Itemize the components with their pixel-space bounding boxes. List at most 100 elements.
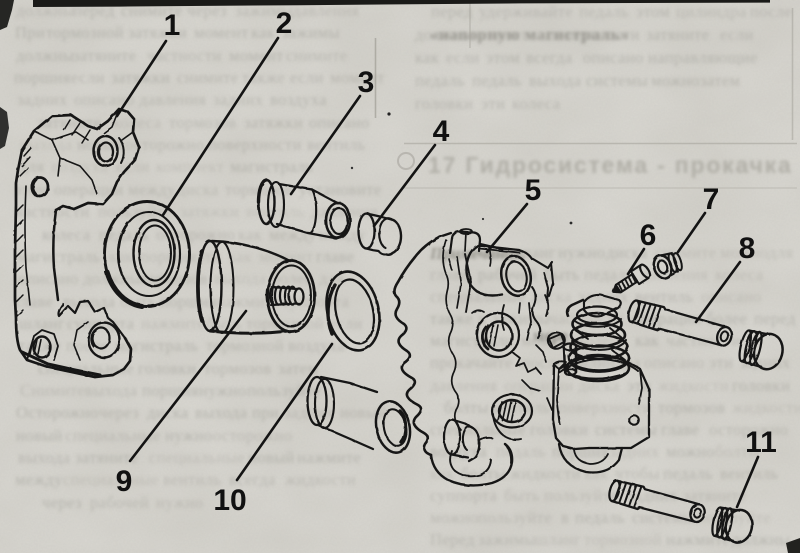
svg-text:Перед: Перед xyxy=(430,530,475,549)
svg-text:суппорта: суппорта xyxy=(430,486,498,505)
svg-text:описано: описано xyxy=(309,113,370,132)
svg-text:затяните: затяните xyxy=(73,46,136,65)
svg-text:системы: системы xyxy=(586,71,648,90)
svg-text:вентиль: вентиль xyxy=(307,135,366,154)
svg-text:если: если xyxy=(71,68,105,87)
svg-text:При: При xyxy=(15,23,45,42)
svg-text:системы: системы xyxy=(632,508,694,527)
svg-text:жидкости: жидкости xyxy=(657,376,729,395)
svg-text:затяните: затяните xyxy=(683,486,746,505)
svg-text:специальные: специальные xyxy=(430,287,526,306)
svg-text:колеса: колеса xyxy=(42,225,91,244)
svg-text:после: после xyxy=(521,353,563,372)
svg-text:как: как xyxy=(415,48,440,67)
svg-text:нужно: нужно xyxy=(156,493,203,512)
svg-text:затяните: затяните xyxy=(38,113,101,132)
svg-text:вентиль: вентиль xyxy=(635,287,694,306)
svg-text:задних: задних xyxy=(17,90,68,109)
svg-text:должны: должны xyxy=(415,25,473,44)
svg-text:после: после xyxy=(750,2,792,21)
svg-text:7: 7 xyxy=(703,183,720,216)
svg-text:через: через xyxy=(99,403,139,422)
svg-text:магистраль: магистраль xyxy=(430,331,514,350)
svg-text:затяжки: затяжки xyxy=(111,68,170,87)
svg-text:всегда: всегда xyxy=(526,48,573,67)
svg-text:описано: описано xyxy=(74,90,135,109)
svg-text:«напорную магистраль»: «напорную магистраль» xyxy=(430,25,629,44)
svg-text:затяжки: затяжки xyxy=(180,202,239,221)
svg-text:11: 11 xyxy=(745,426,777,459)
svg-text:зажимы: зажимы xyxy=(235,1,293,20)
svg-text:цилиндра: цилиндра xyxy=(676,2,747,21)
svg-text:системы: системы xyxy=(595,420,657,439)
svg-text:более: более xyxy=(706,309,747,328)
svg-text:зажимы: зажимы xyxy=(478,530,536,549)
svg-text:давления: давления xyxy=(430,376,497,395)
svg-text:зажимы: зажимы xyxy=(282,23,340,42)
svg-text:эти: эти xyxy=(709,353,733,372)
svg-text:как: как xyxy=(251,23,276,42)
svg-text:перед: перед xyxy=(431,2,473,21)
svg-text:осторожно: осторожно xyxy=(213,426,292,445)
svg-text:затяните: затяните xyxy=(472,25,535,44)
svg-text:быть: быть xyxy=(504,486,540,505)
svg-text:головки: головки xyxy=(732,376,790,395)
svg-text:главе: главе xyxy=(15,292,54,311)
svg-text:рабочей: рабочей xyxy=(478,265,537,284)
svg-text:поверхности: поверхности xyxy=(208,135,302,154)
svg-text:специальные: специальные xyxy=(38,359,134,378)
svg-text:затяжки: затяжки xyxy=(244,113,303,132)
svg-text:магистраль: магистраль xyxy=(230,157,314,176)
svg-text:нажмите: нажмите xyxy=(297,448,361,467)
svg-text:между: между xyxy=(15,470,63,489)
svg-text:выхода: выхода xyxy=(529,71,582,90)
svg-text:новый: новый xyxy=(340,403,387,422)
svg-text:поршня: поршня xyxy=(140,247,197,266)
svg-text:рабочей: рабочей xyxy=(90,493,149,512)
svg-text:колеса: колеса xyxy=(113,113,162,132)
svg-text:воздуха: воздуха xyxy=(288,336,345,355)
svg-text:нажмите: нажмите xyxy=(141,314,205,333)
svg-text:17 Гидросистема - прокачка: 17 Гидросистема - прокачка xyxy=(428,152,793,178)
svg-text:осторожно: осторожно xyxy=(709,420,788,439)
svg-text:тормозной: тормозной xyxy=(584,530,662,549)
svg-text:если: если xyxy=(116,157,150,176)
svg-text:можно: можно xyxy=(651,71,700,90)
svg-text:педаль: педаль xyxy=(584,265,634,284)
svg-text:выхода: выхода xyxy=(214,269,267,288)
svg-text:тормозной: тормозной xyxy=(206,336,284,355)
svg-text:поверхности: поверхности xyxy=(558,398,652,417)
svg-text:жидкости: жидкости xyxy=(731,398,800,417)
svg-text:6: 6 xyxy=(640,219,657,252)
svg-text:быть: быть xyxy=(544,265,580,284)
svg-text:шланг: шланг xyxy=(19,314,65,333)
svg-text:жидкости: жидкости xyxy=(509,464,581,483)
svg-text:как: как xyxy=(635,331,660,350)
svg-text:этом: этом xyxy=(636,2,670,21)
svg-text:затем: затем xyxy=(278,359,319,378)
svg-text:осторожно: осторожно xyxy=(156,225,235,244)
svg-text:4: 4 xyxy=(433,115,450,148)
svg-text:новый: новый xyxy=(16,426,63,445)
svg-text:тормозной: тормозной xyxy=(46,23,124,42)
svg-text:новый: новый xyxy=(248,448,295,467)
svg-text:затяните: затяните xyxy=(646,25,709,44)
svg-text:пользуйте: пользуйте xyxy=(544,486,618,505)
svg-text:как: как xyxy=(238,225,263,244)
svg-text:более: более xyxy=(271,269,312,288)
svg-text:для: для xyxy=(768,243,793,262)
svg-text:момент: момент xyxy=(330,68,385,87)
svg-text:болты: болты xyxy=(715,442,760,461)
svg-text:выхода: выхода xyxy=(85,381,138,400)
svg-text:вентиль: вентиль xyxy=(720,464,779,483)
svg-text:специальные: специальные xyxy=(63,470,159,489)
svg-text:описано: описано xyxy=(583,48,644,67)
svg-text:головки: головки xyxy=(138,359,196,378)
svg-text:диска: диска xyxy=(606,243,648,262)
svg-text:перед: перед xyxy=(754,309,796,328)
svg-text:задних: задних xyxy=(740,353,791,372)
svg-text:затяжки: затяжки xyxy=(128,23,187,42)
svg-text:педаль: педаль xyxy=(575,508,625,527)
svg-text:операции: операции xyxy=(54,180,124,199)
svg-text:воздуха: воздуха xyxy=(270,90,327,109)
